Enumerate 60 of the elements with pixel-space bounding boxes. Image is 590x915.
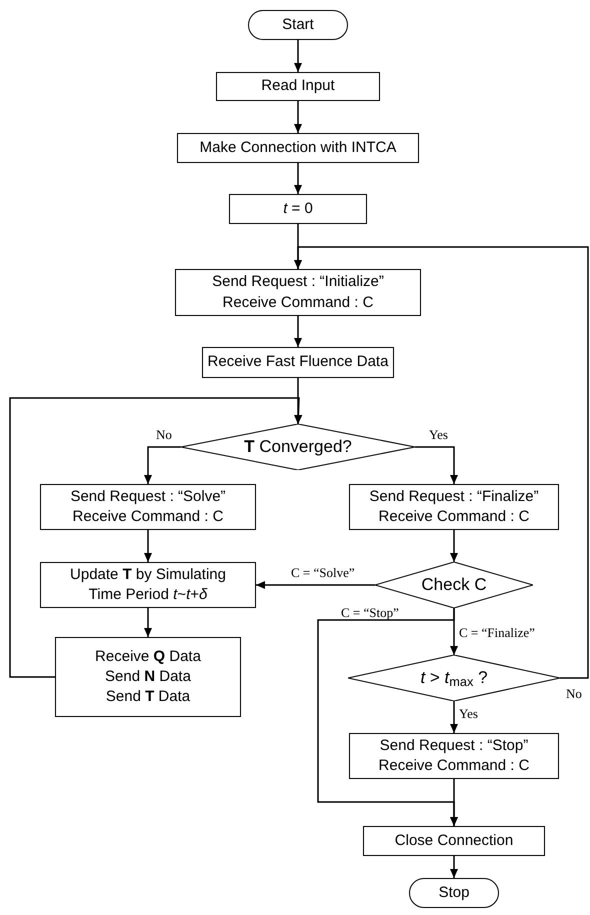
edge-label: Yes [458, 707, 479, 720]
process-box [40, 484, 256, 530]
process-box [40, 562, 256, 608]
arrow [144, 608, 152, 637]
process-box [229, 194, 367, 224]
node-text: Receive Command : C [378, 756, 530, 776]
node-text: Start [282, 14, 314, 35]
arrow [294, 378, 302, 424]
arrow [294, 316, 302, 347]
node-text: T Converged? [244, 436, 352, 458]
process-box [55, 637, 241, 717]
node-text: t > t$_{max}$ ? [420, 666, 488, 690]
arrow [450, 701, 458, 733]
node-text: Receive Command : C [222, 292, 374, 312]
decision-diamond [375, 562, 533, 608]
node-text: Time Period t~t+δ [88, 585, 208, 605]
node-text: Read Input [261, 76, 335, 96]
node-text: Stop [438, 882, 470, 903]
edge-label: C = “Stop” [340, 606, 400, 619]
node-text: Send Request : “Initialize” [212, 272, 384, 292]
process-box [349, 484, 559, 530]
decision-diamond [181, 424, 415, 470]
arrow [9, 397, 302, 678]
node-text: Update T by Simulating [70, 564, 226, 585]
arrow [450, 779, 458, 826]
arrow [256, 581, 375, 589]
arrow [294, 101, 302, 133]
arrow [294, 246, 589, 679]
edge-label: No [155, 428, 173, 441]
decision-diamond [348, 655, 560, 701]
arrow [294, 163, 302, 194]
node-text: Receive Command : C [378, 507, 530, 527]
edge-label: C = “Finalize” [458, 626, 536, 639]
node-text: Receive Command : C [72, 507, 224, 527]
node-text: Send Request : “Finalize” [369, 486, 539, 507]
process-box [363, 826, 545, 856]
process-box [216, 72, 380, 101]
node-text: Check C [421, 574, 487, 596]
edge-label: No [565, 687, 583, 700]
node-text: Close Connection [394, 830, 514, 851]
node-text: Send N Data [105, 666, 191, 687]
node-text: Send T Data [106, 687, 190, 708]
arrow [450, 856, 458, 878]
process-box [177, 133, 419, 163]
edge-label: C = “Solve” [290, 566, 356, 579]
edge-label: Yes [428, 428, 449, 441]
node-text: t = 0 [283, 198, 313, 219]
arrow [144, 446, 181, 484]
node-text: Send Request : “Stop” [380, 736, 528, 756]
arrow [144, 530, 152, 562]
node-text: Receive Fast Fluence Data [208, 352, 388, 372]
process-box [349, 733, 559, 779]
process-box [175, 269, 421, 316]
node-text: Send Request : “Solve” [70, 486, 226, 507]
process-box [202, 347, 394, 378]
node-text: Make Connection with INTCA [200, 138, 396, 158]
arrow [450, 530, 458, 562]
arrow [294, 40, 302, 72]
node-text: Receive Q Data [95, 646, 201, 667]
arrow [415, 446, 458, 484]
